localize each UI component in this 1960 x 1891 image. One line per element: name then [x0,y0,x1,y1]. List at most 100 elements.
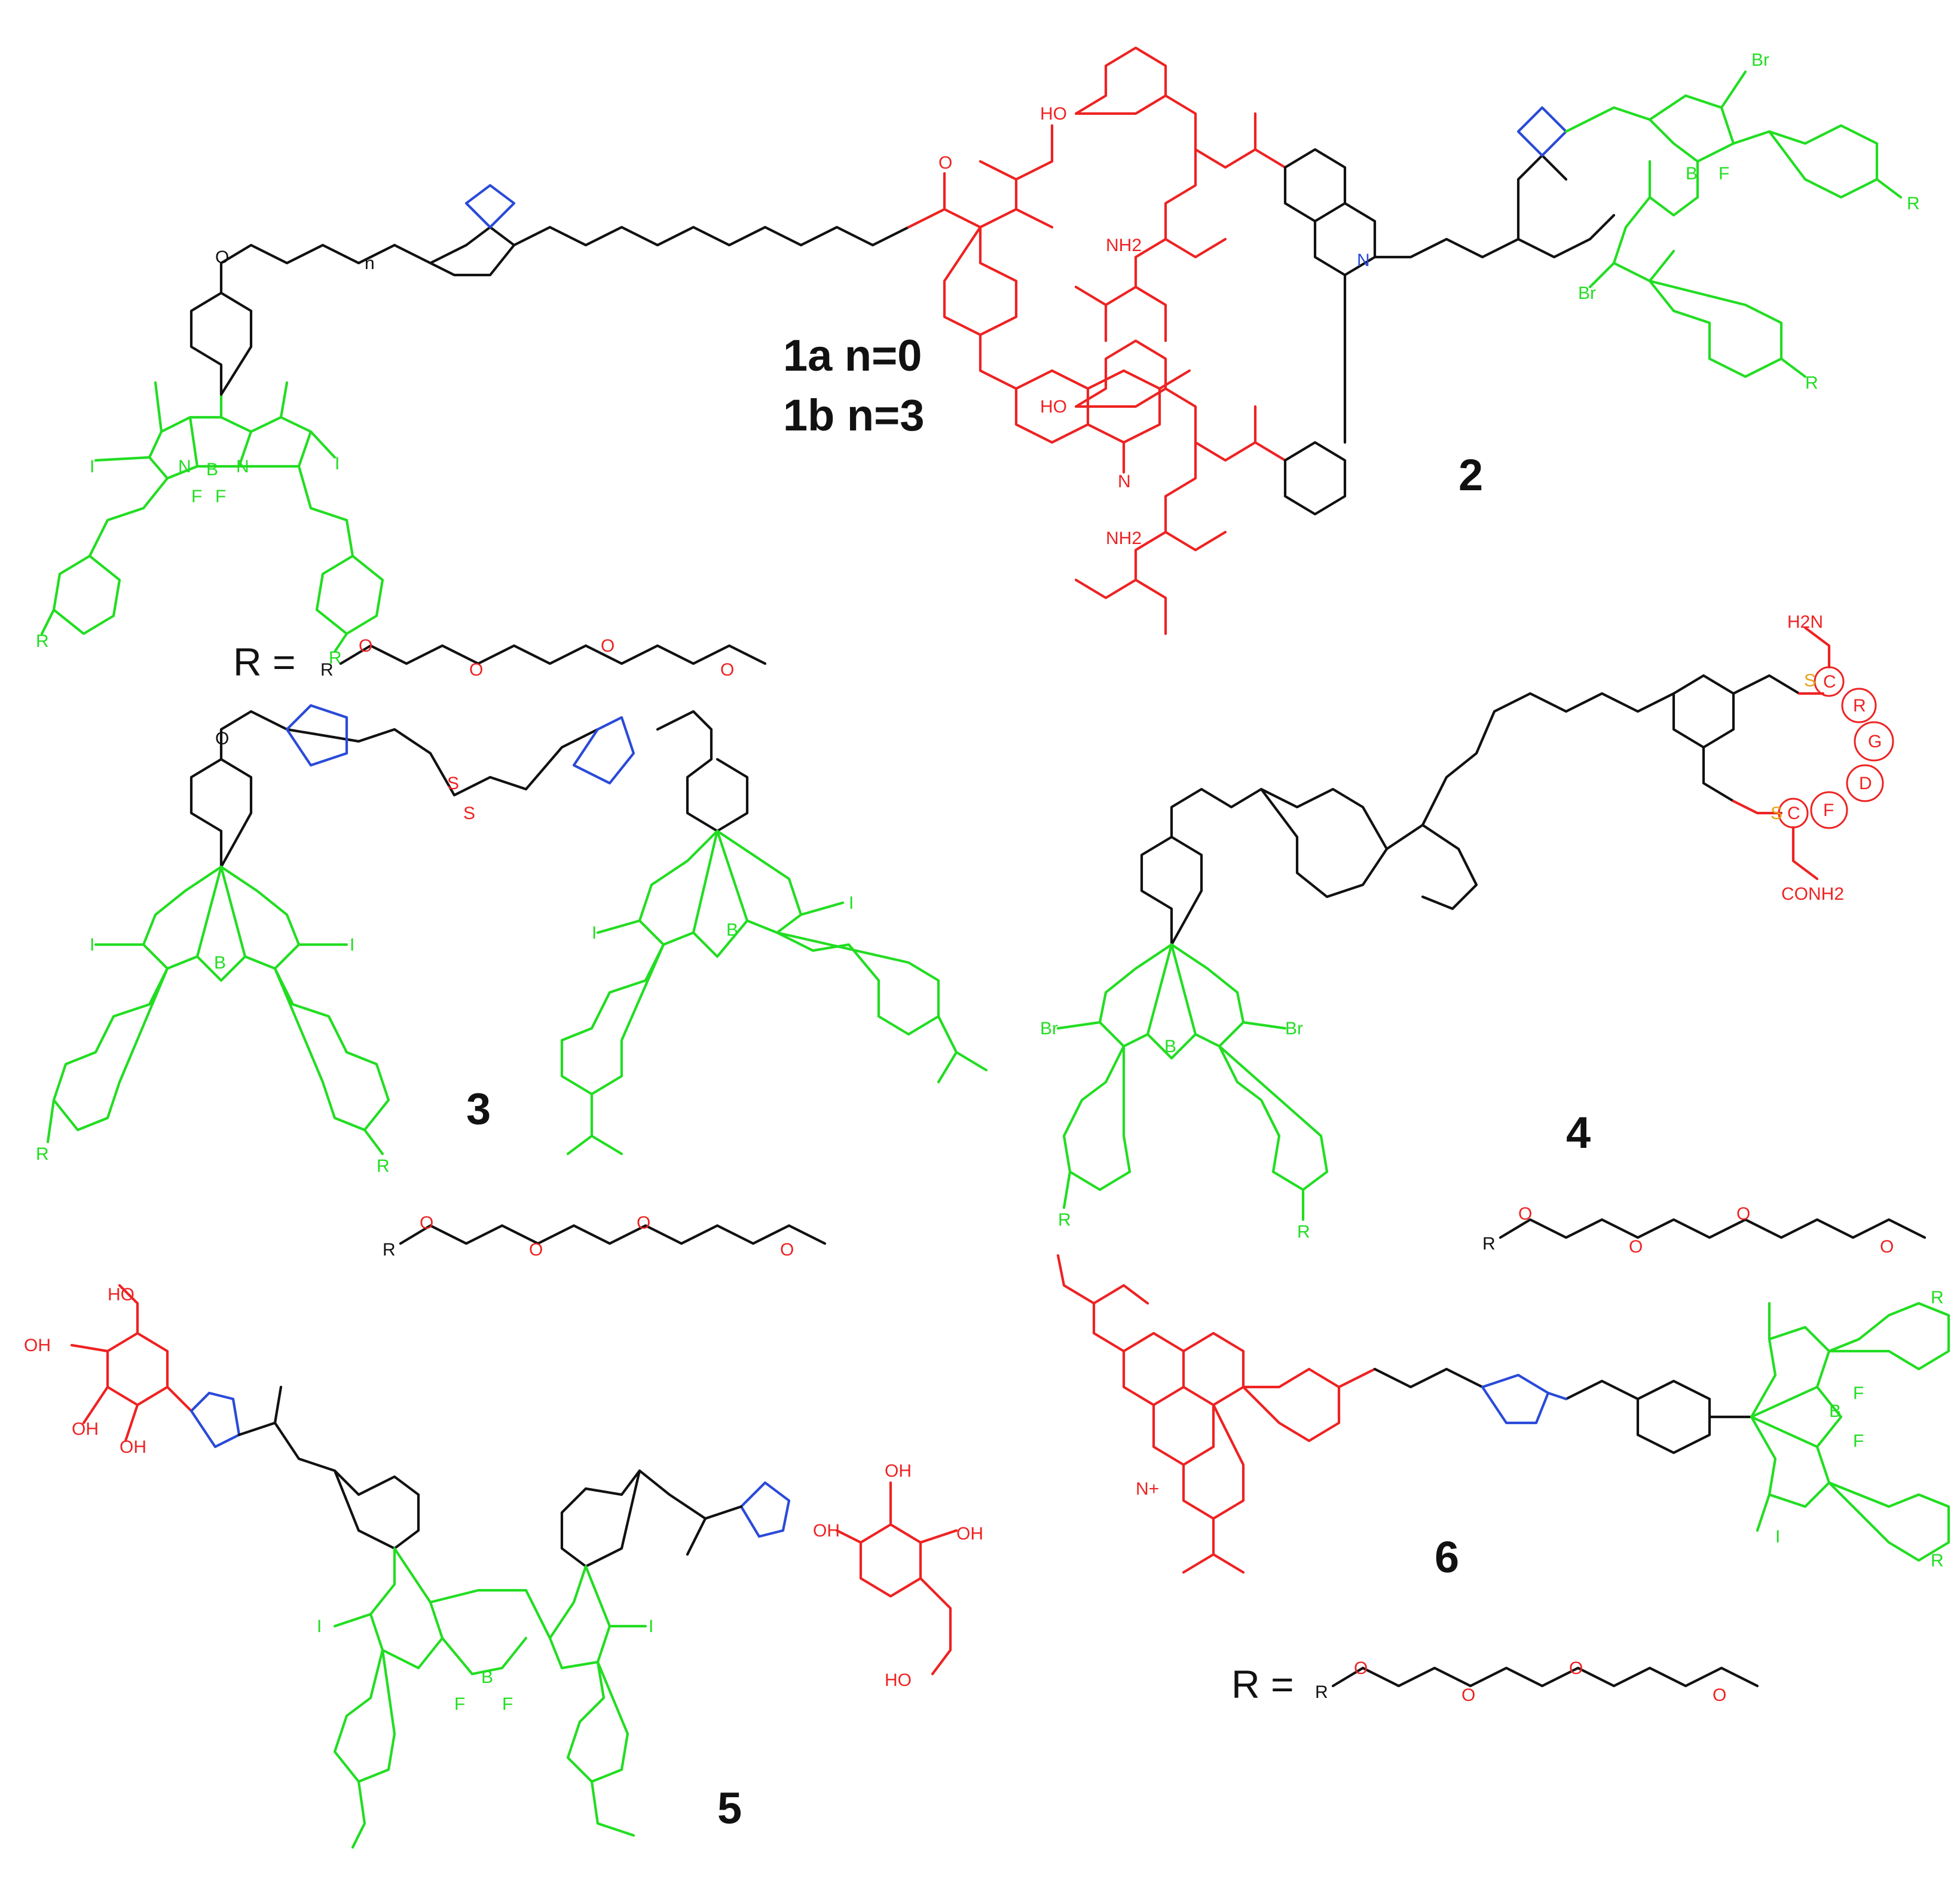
atom-iodine: I [335,454,340,473]
targeting-moiety-2-bottom [1074,339,1287,636]
rhodamine-6 [1056,1254,1377,1574]
linker-4 [1140,674,1801,946]
atom-hydroxyl: OH [885,1461,912,1481]
peg-chain [399,1224,827,1245]
atom-r: R [1805,373,1818,393]
atom-nitrogen: N [1357,250,1370,270]
atom-bromine: Br [1751,50,1769,70]
r-group-chain-4: R O O O O [1482,1204,1927,1257]
atom-hydroxyl: OH [24,1336,51,1355]
atom-oxygen: O [1518,1204,1532,1224]
r-equals-label: R = [1231,1662,1294,1706]
bodipy-core-3-left [46,865,390,1156]
atom-hydroxyl: OH [956,1524,983,1544]
triazole-3 [285,704,635,785]
atom-bromine: Br [1578,283,1596,303]
residue-c: C [1787,804,1800,823]
residue-r: R [1853,696,1866,716]
atom-nitrogen: N [178,457,191,476]
bodipy-core-6 [1750,1302,1950,1562]
atom-sulfur: S [1804,671,1816,691]
atom-sulfur: S [447,774,459,793]
atom-oxygen: O [1713,1685,1726,1705]
compound-2: 2 HO HO NH2 NH2 Br Br B F R R N [1040,46,1920,636]
bodipy-core-1 [40,381,384,653]
atom-fluorine: F [502,1694,513,1714]
compound-4-label: 4 [1566,1108,1591,1157]
atom-hydroxyl: HO [108,1285,134,1305]
compound-1b-label: 1b n=3 [783,390,925,440]
residue-f: F [1823,801,1834,820]
compound-6-label: 6 [1435,1532,1459,1582]
atom-oxygen: O [780,1240,794,1260]
atom-r: R [1907,194,1920,213]
atom-sulfur: S [1771,804,1782,823]
atom-iodine: I [1775,1527,1780,1547]
atom-oxygen: O [215,729,229,749]
atom-carboxamide: CONH2 [1781,884,1844,904]
bodipy-core-4 [1056,943,1329,1221]
peg-chain [1331,1666,1759,1688]
residue-c: C [1823,672,1836,692]
atom-boron: B [726,920,738,940]
atom-bromine: Br [1040,1019,1058,1038]
bodipy-core-5 [333,1547,647,1849]
compound-3: 3 S S O I I I I B B R R [36,704,988,1176]
targeting-moiety-2-top [1074,46,1287,343]
atom-hydroxyl: HO [885,1670,912,1690]
atom-fluorine: F [191,487,202,506]
atom-bromine: Br [1285,1019,1303,1038]
triazole-6 [1481,1373,1568,1425]
r-group-chain-3: R O O O O [383,1213,827,1260]
triazole-1 [464,184,516,229]
atom-boron: B [214,953,226,973]
atom-nitrogen: N [236,457,249,476]
sugar-left-5 [70,1284,193,1443]
atom-oxygen: O [1569,1658,1583,1678]
bodipy-core-2 [1564,70,1903,378]
atom-amine: NH2 [1106,236,1142,255]
atom-oxygen: O [1880,1237,1894,1257]
triazole-5 [189,1391,791,1538]
atom-r: R [1297,1222,1310,1242]
residue-d: D [1859,774,1872,793]
atom-iodine: I [90,457,94,476]
atom-r: R [36,1144,49,1164]
linker-2 [1283,148,1616,516]
atom-oxygen: O [637,1213,650,1233]
compound-1a-label: 1a n=0 [783,331,922,380]
atom-n-subscript: n [365,253,375,273]
atom-iodine: I [350,935,354,955]
linker-5 [237,1385,743,1568]
atom-r: R [329,648,342,668]
r-equals-label: R = [233,640,296,684]
atom-boron: B [1829,1401,1841,1421]
r-label: R [320,660,334,680]
atom-hydroxyl: OH [813,1521,840,1541]
atom-amine: NH2 [1106,528,1142,548]
atom-boron: B [206,460,218,479]
peptide-ring-4 [1732,626,1894,881]
atom-fluorine: F [454,1694,465,1714]
atom-oxygen: O [1736,1204,1750,1224]
compound-4: 4 H2N CONH2 S S C R G D F C Br Br B R R [1040,612,1894,1242]
atom-iodine: I [649,1617,653,1636]
atom-oxygen: O [359,636,372,656]
atom-oxygen: O [420,1213,433,1233]
atom-fluorine: F [215,487,226,506]
bodipy-core-3-right [560,829,988,1156]
atom-boron: B [1164,1037,1176,1056]
linker-6 [1373,1367,1753,1455]
compound-1: 1a n=0 1b n=3 I I N B N F F R R O n O N [36,124,1191,668]
atom-oxygen: O [601,636,614,656]
atom-r: R [1058,1210,1071,1230]
atom-sulfur: S [463,804,475,823]
atom-r: R [36,631,49,651]
atom-oxygen: O [1461,1685,1475,1705]
r-label: R [1482,1234,1496,1254]
atom-fluorine: F [1853,1431,1864,1451]
atom-oxygen: O [1354,1658,1368,1678]
peg-chain [1499,1218,1927,1239]
residue-g: G [1868,732,1882,751]
